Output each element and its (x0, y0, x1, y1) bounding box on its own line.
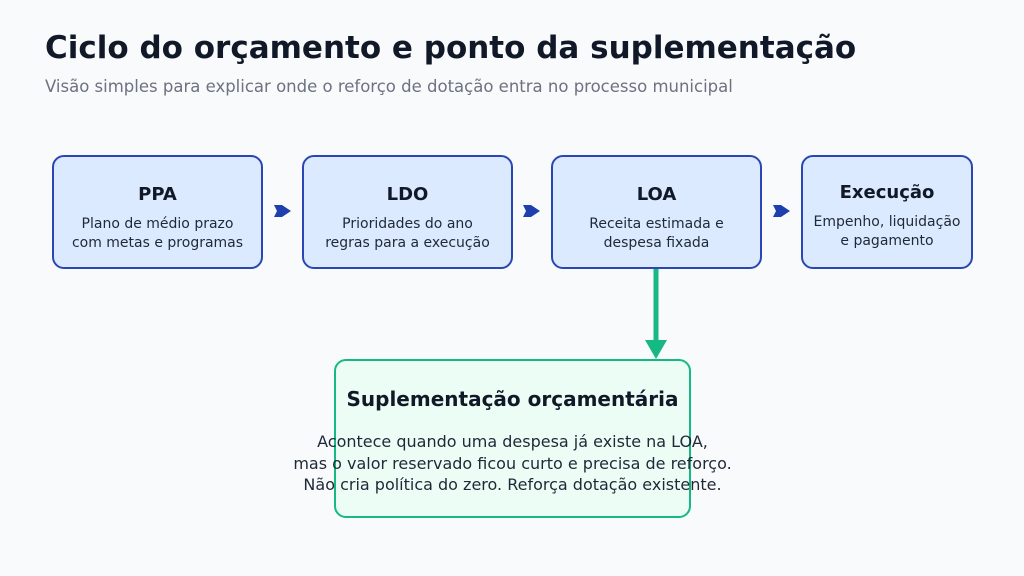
stage-loa: LOA Receita estimada e despesa fixada (551, 155, 762, 269)
stage-ppa: PPA Plano de médio prazo com metas e prog… (52, 155, 263, 269)
stage-title: PPA (138, 184, 177, 205)
suplementacao-box: Suplementação orçamentária Acontece quan… (293, 359, 732, 518)
arrow-loa-suplementacao (645, 268, 667, 359)
page-title: Ciclo do orçamento e ponto da suplementa… (45, 30, 857, 66)
stage-desc: regras para a execução (325, 235, 490, 251)
arrow-loa-execucao (773, 205, 790, 217)
stage-title: Execução (839, 182, 935, 203)
stage-title: LOA (636, 184, 677, 205)
stage-desc: Receita estimada e (589, 216, 724, 232)
stage-ldo: LDO Prioridades do ano regras para a exec… (302, 155, 513, 269)
suplementacao-desc: mas o valor reservado ficou curto e prec… (293, 453, 732, 473)
page-subtitle: Visão simples para explicar onde o refor… (45, 77, 733, 96)
stage-desc: com metas e programas (71, 235, 244, 251)
stage-desc: Prioridades do ano (342, 216, 473, 232)
stage-execucao: Execução Empenho, liquidação e pagamento (801, 155, 973, 269)
stage-desc: despesa fixada (603, 235, 710, 251)
suplementacao-title: Suplementação orçamentária (346, 387, 679, 411)
suplementacao-desc: Não cria política do zero. Reforça dotaç… (303, 475, 722, 494)
stage-desc: Plano de médio prazo (81, 216, 234, 232)
stage-desc: Empenho, liquidação (813, 214, 961, 230)
suplementacao-desc: Acontece quando uma despesa já existe na… (317, 432, 708, 451)
stage-title: LDO (386, 184, 429, 205)
arrow-ldo-loa (523, 205, 540, 217)
stage-desc: e pagamento (840, 233, 934, 249)
flow-arrows (274, 205, 790, 217)
arrow-ppa-ldo (274, 205, 291, 217)
